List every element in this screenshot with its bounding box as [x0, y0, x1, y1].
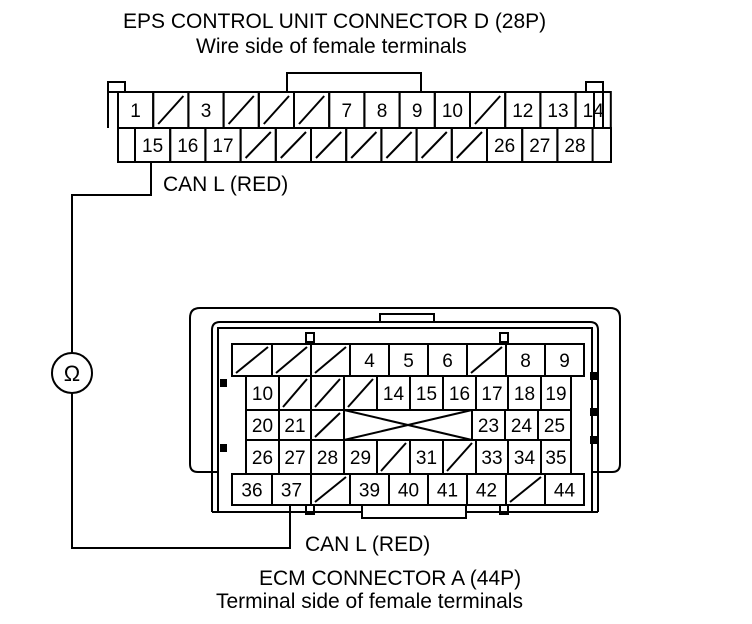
ecm-connector-subtitle: Terminal side of female terminals: [216, 590, 523, 613]
ecm-pin-number: 10: [252, 384, 273, 405]
ecm-unused-pin-slash: [446, 442, 473, 472]
can-l-wire-ecm: [71, 393, 291, 549]
ecm-unused-pin-slash: [314, 346, 347, 374]
eps-unused-pin-slash: [350, 131, 378, 159]
ecm-pin-number: 23: [478, 416, 499, 437]
ecm-unused-pin-slash: [235, 346, 269, 374]
ecm-connector-title: ECM CONNECTOR A (44P): [259, 567, 521, 590]
ecm-pin-number: 33: [481, 448, 502, 469]
eps-unused-pin-slash: [474, 95, 501, 125]
ecm-cross-bridge: [343, 409, 473, 441]
ecm-pin-number: 5: [403, 351, 414, 372]
ecm-pin-number: 36: [241, 481, 262, 502]
eps-pin-number: 28: [564, 136, 585, 157]
eps-unused-pin-slash: [227, 95, 255, 125]
ecm-pin-number: 18: [514, 384, 535, 405]
ecm-pin-number: 4: [364, 351, 375, 372]
ecm-unused-pin-slash: [509, 476, 542, 503]
eps-pin-number: 10: [442, 101, 463, 122]
ecm-pin-number: 42: [476, 481, 497, 502]
ecm-pin-number: 37: [281, 481, 302, 502]
ecm-pin-number: 31: [416, 448, 437, 469]
can-l-wire-eps: [71, 162, 152, 353]
eps-unused-pin-slash: [298, 95, 325, 125]
ecm-pin-number: 9: [559, 351, 570, 372]
ecm-pin-number: 34: [514, 448, 536, 469]
eps-pin-cell: [556, 127, 594, 163]
eps-connector-subtitle: Wire side of female terminals: [196, 35, 467, 58]
ecm-pin-number: 27: [284, 448, 305, 469]
ecm-pin-number: 44: [554, 481, 576, 502]
ecm-pin-number: 19: [545, 384, 566, 405]
ecm-connector-housing: [189, 307, 621, 519]
ecm-pin-number: 6: [442, 351, 453, 372]
eps-pin-number: 16: [177, 136, 198, 157]
eps-pin-number: 7: [342, 101, 353, 122]
ecm-pin-number: 28: [317, 448, 338, 469]
eps-unused-pin-slash: [263, 95, 290, 125]
eps-unused-pin-slash: [315, 131, 342, 159]
ecm-pin-number: 8: [520, 351, 531, 372]
ecm-pin-number: 15: [416, 384, 437, 405]
eps-wire-label: CAN L (RED): [163, 173, 288, 196]
eps-pin-number: 1: [130, 101, 141, 122]
eps-pin-number: 15: [142, 136, 163, 157]
ecm-wire-label: CAN L (RED): [305, 533, 430, 556]
ecm-unused-pin-slash: [470, 346, 503, 374]
eps-pin-number: 3: [201, 101, 212, 122]
eps-unused-pin-slash: [244, 131, 272, 159]
eps-pin-number: 14: [583, 101, 605, 122]
eps-pin-cell: [117, 127, 136, 163]
eps-pin-number: 9: [412, 101, 423, 122]
ecm-side-latches: [220, 372, 597, 452]
ecm-unused-pin-slash: [275, 346, 308, 374]
ecm-pin-number: 25: [544, 416, 565, 437]
eps-unused-pin-slash: [420, 131, 448, 159]
eps-pin-number: 8: [377, 101, 388, 122]
ecm-pin-number: 41: [437, 481, 458, 502]
ecm-pin-number: 40: [398, 481, 419, 502]
ecm-pin-number: 24: [511, 416, 533, 437]
eps-connector-title: EPS CONTROL UNIT CONNECTOR D (28P): [123, 10, 546, 33]
ohm-symbol: Ω: [64, 361, 80, 386]
ecm-unused-pin-slash: [314, 412, 341, 438]
ecm-pin-number: 20: [252, 416, 273, 437]
eps-unused-pin-slash: [385, 131, 413, 159]
ecm-pin-number: 29: [350, 448, 371, 469]
ecm-pin-cell: [544, 473, 585, 506]
ecm-unused-pin-slash: [314, 476, 347, 503]
eps-pin-number: 17: [212, 136, 233, 157]
ecm-unused-pin-slash: [380, 442, 407, 472]
ecm-pin-number: 39: [359, 481, 380, 502]
eps-unused-pin-slash: [456, 131, 483, 159]
ecm-unused-pin-slash: [347, 378, 374, 408]
ecm-pin-number: 14: [383, 384, 405, 405]
ecm-pin-number: 21: [284, 416, 305, 437]
eps-pin-number: 13: [547, 101, 568, 122]
ecm-pin-number: 17: [481, 384, 502, 405]
ecm-pin-number: 26: [252, 448, 273, 469]
eps-pin-number: 26: [494, 136, 515, 157]
ecm-pin-number: 16: [449, 384, 470, 405]
eps-pin-number: 27: [529, 136, 550, 157]
eps-pin-number: 12: [512, 101, 533, 122]
ecm-unused-pin-slash: [282, 378, 308, 408]
ecm-unused-pin-slash: [314, 378, 341, 408]
ecm-pin-number: 35: [545, 448, 566, 469]
eps-unused-pin-slash: [157, 95, 185, 125]
eps-unused-pin-slash: [280, 131, 307, 159]
